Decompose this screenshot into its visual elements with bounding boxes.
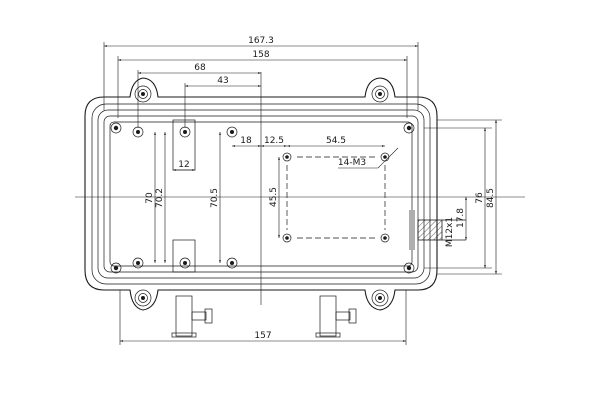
dim-offset-43: 43 bbox=[217, 76, 228, 86]
dim-side-17-8: 17.8 bbox=[456, 208, 466, 228]
dim-height-70-2: 70.2 bbox=[155, 188, 165, 208]
dim-side-76: 76 bbox=[475, 192, 485, 204]
hole-note: 14-M3 bbox=[338, 158, 366, 168]
centre-lines bbox=[75, 72, 525, 305]
dim-pitch-18: 18 bbox=[240, 136, 252, 146]
mounting-holes bbox=[134, 85, 389, 307]
dim-height-70: 70 bbox=[145, 192, 155, 204]
dim-offset-68: 68 bbox=[194, 63, 206, 73]
corner-screws bbox=[110, 122, 415, 274]
dim-slot-12: 12 bbox=[178, 160, 189, 170]
dim-height-45-5: 45.5 bbox=[269, 187, 279, 207]
dimension-lines bbox=[103, 42, 502, 345]
dim-side-84-5: 84.5 bbox=[486, 188, 496, 208]
cable-gland bbox=[409, 210, 466, 250]
dim-overall-width: 167.3 bbox=[248, 36, 274, 46]
dim-bottom-width: 157 bbox=[254, 331, 271, 341]
dim-flange-width: 158 bbox=[252, 50, 269, 60]
dim-pitch-54-5: 54.5 bbox=[326, 136, 346, 146]
bottom-connectors bbox=[171, 295, 357, 338]
dim-pitch-12-5: 12.5 bbox=[264, 136, 284, 146]
thread-note: M12x1 bbox=[445, 217, 455, 247]
dimension-labels: 167.3 158 68 43 12 18 12.5 54.5 14-M3 70… bbox=[145, 36, 496, 341]
dim-height-70-5: 70.5 bbox=[210, 188, 220, 208]
